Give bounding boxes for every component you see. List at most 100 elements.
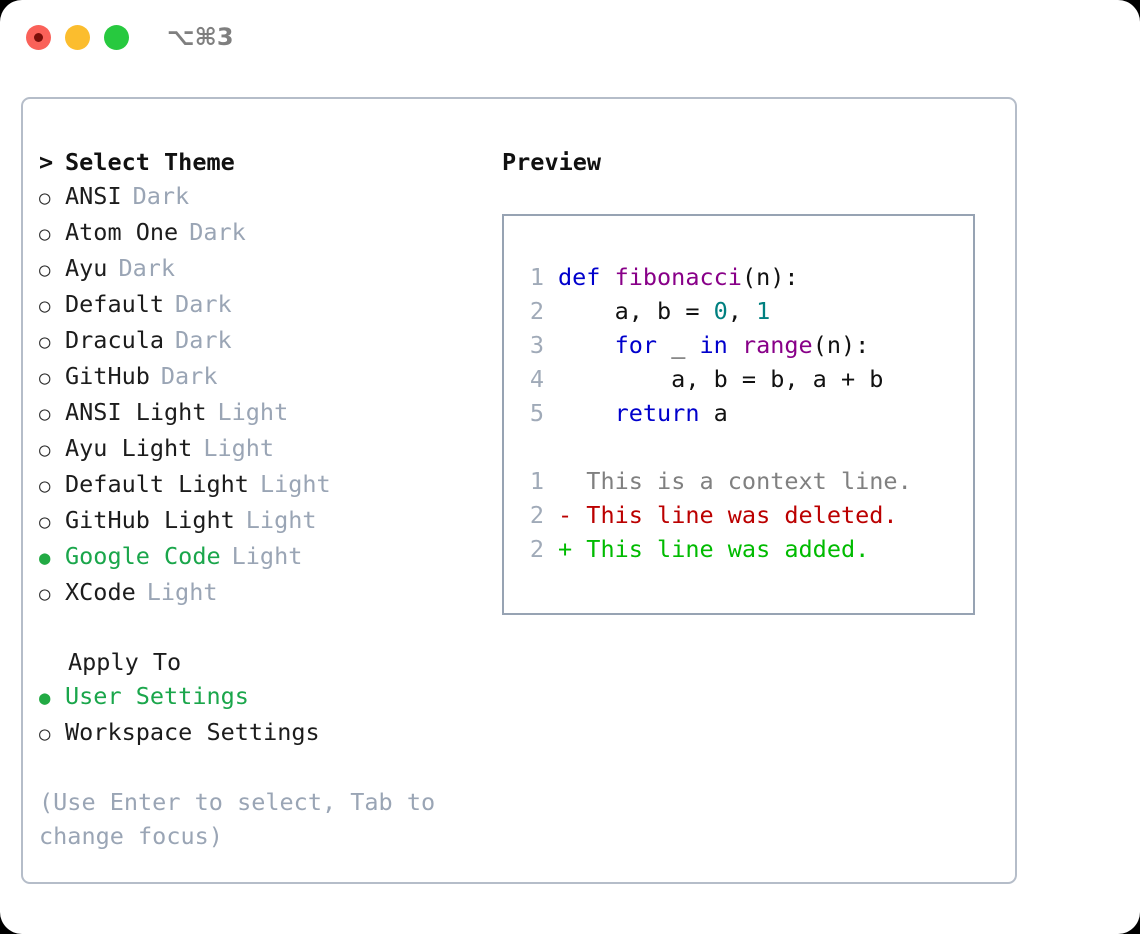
apply-to-list: ● User Settings ○Workspace Settings: [39, 679, 469, 751]
code-token-kw: in: [699, 331, 728, 359]
theme-option-label: Ayu: [65, 254, 108, 282]
diff-line-add: 2 + This line was added.: [518, 532, 965, 566]
code-token-txt: a, b =: [558, 297, 714, 325]
radio-unselected-icon: ○: [39, 723, 51, 745]
theme-option[interactable]: ● Google Code Light: [39, 539, 469, 575]
line-number: 3: [529, 331, 544, 359]
apply-to-option-label: User Settings: [65, 682, 249, 710]
code-token-txt: ,: [727, 297, 757, 325]
theme-option-variant: Dark: [189, 218, 246, 246]
theme-option-label: Default Light: [65, 470, 249, 498]
theme-option-label: GitHub Light: [65, 506, 235, 534]
diff-text: This is a context line.: [572, 467, 912, 495]
line-number: 2: [529, 297, 544, 325]
line-number: 1: [529, 467, 544, 495]
theme-option-variant: Light: [245, 506, 317, 534]
preview-heading: Preview: [502, 148, 602, 176]
code-token-txt: [728, 331, 742, 359]
radio-unselected-icon: ○: [39, 331, 51, 353]
theme-option[interactable]: ○ GitHub Dark: [39, 359, 469, 395]
code-token-txt: [558, 331, 615, 359]
code-line: 4 a, b = b, a + b: [518, 362, 965, 396]
theme-option-label: GitHub: [65, 362, 150, 390]
radio-unselected-icon: ○: [39, 367, 51, 389]
theme-option-label: ANSI: [65, 182, 122, 210]
apply-to-option[interactable]: ● User Settings: [39, 679, 469, 715]
code-line: 1 def fibonacci(n):: [518, 260, 965, 294]
code-text: def fibonacci(n):: [558, 260, 799, 294]
minimize-window-button[interactable]: [65, 25, 90, 50]
theme-option-variant: Light: [146, 578, 218, 606]
theme-option[interactable]: ○ Atom One Dark: [39, 215, 469, 251]
line-number: 1: [529, 263, 544, 291]
theme-option[interactable]: ○ Default Light Light: [39, 467, 469, 503]
line-number: 2: [529, 535, 544, 563]
radio-unselected-icon: ○: [39, 439, 51, 461]
theme-option-variant: Dark: [132, 182, 190, 210]
radio-selected-icon: ●: [39, 547, 51, 569]
radio-selected-icon: ●: [39, 687, 51, 709]
theme-option-label: Ayu Light: [65, 434, 193, 462]
theme-option-label: Google Code: [65, 542, 221, 570]
diff-text: This line was deleted.: [572, 501, 898, 529]
code-token-txt: (n):: [812, 331, 870, 359]
theme-option[interactable]: ○ XCode Light: [39, 575, 469, 611]
theme-option[interactable]: ○ ANSI Dark: [39, 179, 469, 215]
line-number: 5: [529, 399, 544, 427]
code-token-txt: a, b = b, a + b: [558, 365, 884, 393]
maximize-window-button[interactable]: [104, 25, 129, 50]
theme-option-label: ANSI Light: [65, 398, 207, 426]
window-controls: [26, 25, 129, 50]
keyboard-hint-text: (Use Enter to select, Tab to change focu…: [39, 788, 436, 850]
theme-option-variant: Light: [203, 434, 275, 462]
code-line: 5 return a: [518, 396, 965, 430]
code-token-fn: range: [741, 331, 813, 359]
code-token-txt: a: [699, 399, 728, 427]
radio-unselected-icon: ○: [39, 583, 51, 605]
select-theme-heading: > Select Theme: [39, 145, 469, 179]
radio-unselected-icon: ○: [39, 295, 51, 317]
code-text: for _ in range(n):: [558, 328, 870, 362]
theme-option-variant: Dark: [175, 326, 232, 354]
diff-marker: +: [558, 535, 573, 563]
radio-unselected-icon: ○: [39, 403, 51, 425]
radio-unselected-icon: ○: [39, 187, 51, 209]
code-token-kw: for: [614, 331, 658, 359]
theme-option-variant: Light: [217, 398, 289, 426]
theme-option[interactable]: ○ GitHub Light Light: [39, 503, 469, 539]
theme-option-variant: Light: [259, 470, 331, 498]
code-line: 2 a, b = 0, 1: [518, 294, 965, 328]
code-diff-spacer: [518, 430, 965, 464]
code-text: a, b = 0, 1: [558, 294, 771, 328]
code-token-kw: def: [558, 263, 615, 291]
keyboard-shortcut-label: ⌥⌘3: [167, 23, 234, 51]
code-token-txt: _: [657, 331, 700, 359]
code-text: a, b = b, a + b: [558, 362, 883, 396]
radio-unselected-icon: ○: [39, 511, 51, 533]
code-line: 3 for _ in range(n):: [518, 328, 965, 362]
radio-unselected-icon: ○: [39, 475, 51, 497]
radio-unselected-icon: ○: [39, 223, 51, 245]
theme-option-label: Default: [65, 290, 165, 318]
theme-option-label: Atom One: [65, 218, 179, 246]
theme-option-variant: Dark: [160, 362, 218, 390]
diff-text: This line was added.: [572, 535, 870, 563]
theme-option[interactable]: ○ Ayu Light Light: [39, 431, 469, 467]
theme-option-variant: Light: [231, 542, 303, 570]
close-window-button[interactable]: [26, 25, 51, 50]
code-token-num: 0: [713, 297, 728, 325]
line-number: 4: [529, 365, 544, 393]
code-text: return a: [558, 396, 728, 430]
theme-option-label: XCode: [65, 578, 136, 606]
apply-to-option[interactable]: ○Workspace Settings: [39, 715, 469, 751]
code-token-kw: return: [614, 399, 700, 427]
diff-marker: [558, 464, 572, 498]
theme-option[interactable]: ○ ANSI Light Light: [39, 395, 469, 431]
